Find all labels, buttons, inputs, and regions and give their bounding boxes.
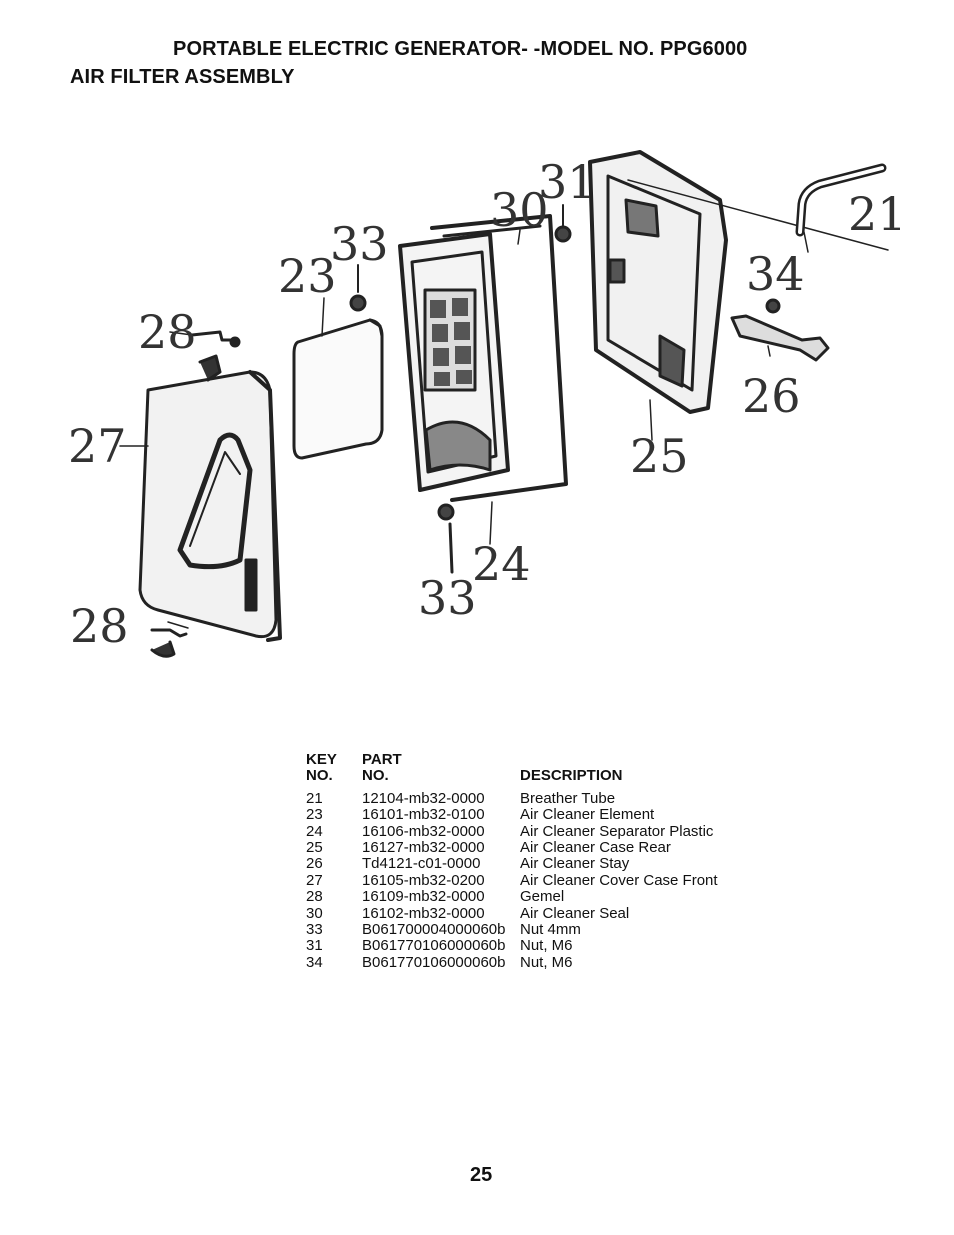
key-no: 33	[306, 921, 323, 939]
air-cleaner-stay	[730, 314, 830, 362]
part-no: 16102-mb32-0000	[362, 904, 485, 922]
part-no: B061700004000060b	[362, 921, 506, 939]
key-no: 23	[306, 806, 323, 824]
nut-33-upper	[349, 264, 367, 312]
page-title: PORTABLE ELECTRIC GENERATOR- -MODEL NO. …	[173, 38, 748, 60]
callout-27: 27	[68, 419, 127, 473]
part-no: B061770106000060b	[362, 937, 506, 955]
description: Nut, M6	[520, 953, 573, 971]
part-no: 16101-mb32-0100	[362, 806, 485, 824]
description: Breather Tube	[520, 789, 616, 807]
gemel-clips	[150, 330, 241, 658]
air-cleaner-element	[292, 318, 384, 460]
description: Air Cleaner Cover Case Front	[520, 871, 718, 889]
exploded-parts-diagram: 27 28 28 23 33 33 24 30 31 25 34 26 21	[68, 150, 900, 658]
nut-33-lower	[437, 503, 455, 574]
air-cleaner-separator	[398, 232, 510, 492]
callout-30: 30	[490, 183, 549, 237]
air-cleaner-seal	[430, 214, 568, 502]
part-no: 16127-mb32-0000	[362, 839, 485, 857]
key-no: 25	[306, 839, 323, 857]
table-row: 34 B061770106000060b Nut, M6	[306, 953, 718, 971]
breather-tube	[795, 163, 887, 237]
key-no: 30	[306, 904, 323, 922]
air-cleaner-case-rear	[588, 150, 889, 414]
part-no: Td4121-c01-0000	[362, 855, 481, 873]
part-no: B061770106000060b	[362, 953, 506, 971]
callout-21: 21	[848, 187, 900, 241]
table-row: 30 16102-mb32-0000 Air Cleaner Seal	[306, 904, 718, 922]
callout-25: 25	[630, 429, 689, 483]
key-no: 21	[306, 789, 323, 807]
table-row: 23 16101-mb32-0100 Air Cleaner Element	[306, 806, 718, 824]
description: Air Cleaner Stay	[520, 855, 630, 873]
part-no: 16109-mb32-0000	[362, 888, 485, 906]
description: Air Cleaner Separator Plastic	[520, 822, 714, 840]
key-no: 24	[306, 822, 323, 840]
table-row: 25 16127-mb32-0000 Air Cleaner Case Rear	[306, 839, 718, 857]
callout-28-lower: 28	[70, 599, 129, 653]
key-no: 26	[306, 855, 323, 873]
callout-23: 23	[278, 249, 337, 303]
table-row: 28 16109-mb32-0000 Gemel	[306, 888, 718, 906]
nut-34	[765, 298, 781, 314]
callout-24: 24	[472, 537, 531, 591]
key-no: 31	[306, 937, 323, 955]
description: Nut, M6	[520, 937, 573, 955]
callout-26: 26	[742, 369, 801, 423]
page-number: 25	[470, 1164, 493, 1186]
parts-list-header-line1: KEY PART	[306, 751, 718, 768]
callout-31: 31	[538, 155, 597, 209]
table-row: 33 B061700004000060b Nut 4mm	[306, 921, 718, 939]
air-cleaner-cover-front	[138, 370, 282, 642]
key-no: 28	[306, 888, 323, 906]
description: Air Cleaner Seal	[520, 904, 630, 922]
table-row: 26 Td4121-c01-0000 Air Cleaner Stay	[306, 855, 718, 873]
header-part: PART	[362, 751, 402, 768]
table-row: 31 B061770106000060b Nut, M6	[306, 937, 718, 955]
header-part-no: NO.	[362, 767, 389, 785]
description: Nut 4mm	[520, 921, 581, 939]
parts-list: KEY PART NO. NO. DESCRIPTION 21 12104-mb3…	[306, 751, 718, 971]
section-title: AIR FILTER ASSEMBLY	[70, 66, 295, 88]
part-no: 12104-mb32-0000	[362, 789, 485, 807]
table-row: 21 12104-mb32-0000 Breather Tube	[306, 789, 718, 807]
parts-list-header-line2: NO. NO. DESCRIPTION	[306, 767, 718, 785]
description: Air Cleaner Case Rear	[520, 839, 671, 857]
part-no: 16105-mb32-0200	[362, 871, 485, 889]
key-no: 34	[306, 953, 323, 971]
nut-31	[554, 204, 572, 243]
callout-33-lower: 33	[418, 571, 477, 625]
header-key: KEY	[306, 751, 337, 768]
callout-33-upper: 33	[330, 217, 389, 271]
description: Gemel	[520, 888, 565, 906]
header-key-no: NO.	[306, 767, 333, 785]
key-no: 27	[306, 871, 323, 889]
table-row: 24 16106-mb32-0000 Air Cleaner Separator P…	[306, 822, 718, 840]
part-no: 16106-mb32-0000	[362, 822, 485, 840]
callout-28-upper: 28	[138, 305, 197, 359]
header-description: DESCRIPTION	[520, 767, 623, 785]
callout-34: 34	[746, 247, 805, 301]
table-row: 27 16105-mb32-0200 Air Cleaner Cover Case …	[306, 871, 718, 889]
description: Air Cleaner Element	[520, 806, 655, 824]
